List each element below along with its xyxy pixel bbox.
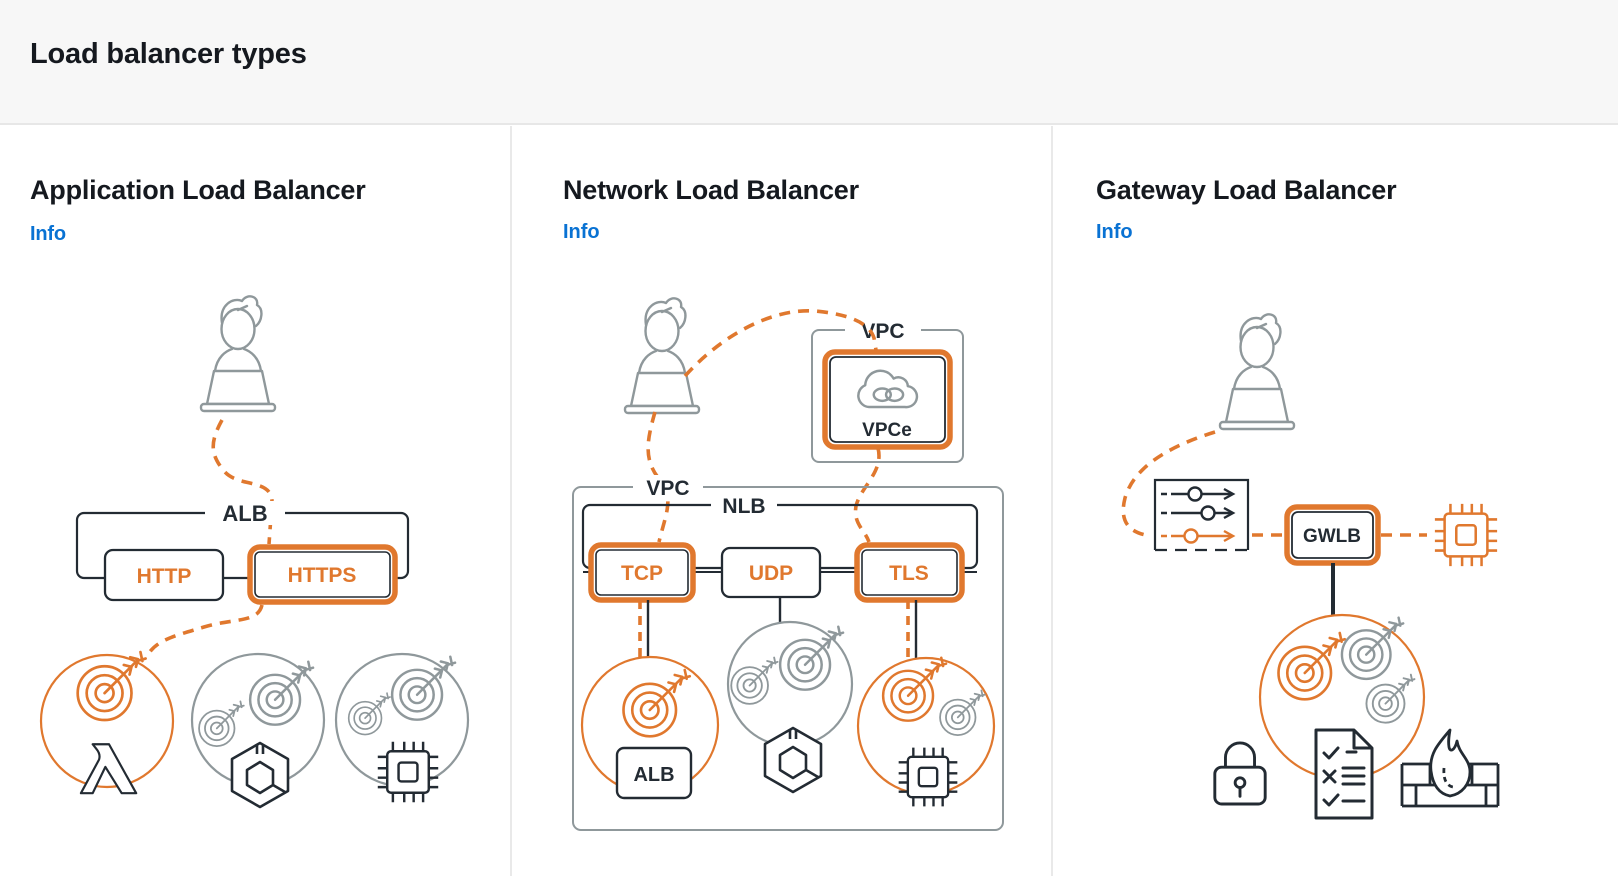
page-title: Load balancer types bbox=[30, 38, 307, 70]
vpce-box-inner bbox=[829, 356, 946, 443]
lock-icon bbox=[1213, 741, 1267, 806]
alb-target-label: ALB bbox=[633, 764, 674, 786]
tcp-listener-inner bbox=[595, 549, 689, 596]
filter-rule-row-active bbox=[1161, 528, 1236, 544]
udp-listener-box bbox=[720, 546, 822, 599]
nlb-group-label: NLB bbox=[722, 495, 765, 518]
user-laptop-icon bbox=[1218, 313, 1296, 431]
vpce-label: VPCe bbox=[862, 420, 912, 441]
tls-listener-inner bbox=[861, 549, 958, 596]
info-link[interactable]: Info bbox=[1096, 220, 1133, 243]
traffic-dash-client-to-tcp bbox=[646, 411, 670, 543]
alb-diagram: ALB HTTP HTTPS bbox=[39, 295, 470, 809]
user-laptop-icon bbox=[199, 295, 277, 413]
column-divider bbox=[1051, 126, 1053, 876]
traffic-dash-client-to-https bbox=[211, 419, 274, 545]
gwlb-box-inner bbox=[1291, 511, 1374, 559]
info-link[interactable]: Info bbox=[563, 220, 600, 243]
http-listener-label: HTTP bbox=[137, 565, 192, 588]
tls-listener-label: TLS bbox=[889, 562, 929, 585]
column-divider bbox=[510, 126, 512, 876]
card-title-text: Gateway Load Balancer bbox=[1096, 175, 1397, 205]
http-listener-box bbox=[103, 548, 225, 602]
checklist-icon bbox=[1314, 728, 1374, 820]
card-application-load-balancer: Application Load Balancer Info ALB HTTP … bbox=[0, 126, 510, 876]
card-title: Network Load Balancer bbox=[563, 170, 1033, 211]
alb-target-box bbox=[615, 746, 693, 800]
filter-rule-row bbox=[1161, 486, 1236, 502]
card-title-text: Network Load Balancer bbox=[563, 175, 859, 205]
card-title-block: Application Load Balancer Info bbox=[30, 170, 380, 251]
info-link[interactable]: Info bbox=[30, 222, 66, 245]
label-gap bbox=[711, 493, 777, 517]
card-gateway-load-balancer: Gateway Load Balancer Info bbox=[1053, 126, 1618, 876]
alb-group-label: ALB bbox=[222, 501, 267, 526]
card-network-load-balancer: Network Load Balancer Info VPC VPCe VPC … bbox=[512, 126, 1051, 876]
gwlb-label: GWLB bbox=[1303, 526, 1361, 547]
https-listener-label: HTTPS bbox=[288, 564, 357, 587]
traffic-dash-client-to-filter bbox=[1121, 430, 1216, 538]
https-listener-box bbox=[247, 544, 398, 605]
card-title-text: Application Load Balancer bbox=[30, 175, 366, 205]
tcp-listener-box bbox=[588, 542, 696, 603]
remote-vpc-label: VPC bbox=[861, 320, 904, 343]
traffic-filter-icon bbox=[1153, 478, 1250, 550]
vpc-box bbox=[572, 486, 1004, 831]
label-gap bbox=[205, 501, 285, 525]
filter-rule-row bbox=[1161, 505, 1236, 521]
gwlb-diagram: GWLB bbox=[1121, 313, 1500, 820]
tcp-listener-label: TCP bbox=[621, 562, 663, 585]
card-title-block: Gateway Load Balancer Info bbox=[1096, 170, 1596, 244]
card-title-block: Network Load Balancer Info bbox=[563, 170, 1033, 244]
traffic-dash-client-to-vpce bbox=[683, 309, 878, 378]
https-listener-inner bbox=[254, 551, 391, 598]
vpc-label: VPC bbox=[646, 477, 689, 500]
card-title: Application Load Balancer Info bbox=[30, 170, 380, 251]
udp-listener-label: UDP bbox=[749, 562, 793, 585]
instance-chip-icon bbox=[1433, 502, 1499, 568]
firewall-icon bbox=[1400, 728, 1500, 808]
section-header: Load balancer types bbox=[0, 0, 1618, 125]
traffic-dash-https-to-target bbox=[147, 604, 264, 655]
card-title: Gateway Load Balancer bbox=[1096, 170, 1596, 211]
label-gap bbox=[633, 475, 703, 499]
user-laptop-icon bbox=[623, 297, 701, 415]
nlb-diagram: VPC VPCe VPC NLB TCP UDP TLS bbox=[572, 297, 1004, 831]
